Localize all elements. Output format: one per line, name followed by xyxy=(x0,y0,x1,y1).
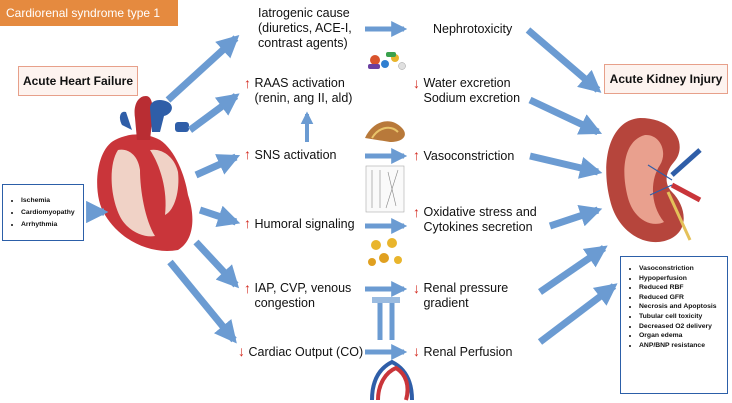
aki-feature-item: Hypoperfusion xyxy=(639,274,727,284)
aki-feature-item: Necrosis and Apoptosis xyxy=(639,302,727,312)
mediator-iatrogenic: Iatrogenic cause (diuretics, ACE-I, cont… xyxy=(258,6,352,51)
mediator-label: IAP, CVP, venous congestion xyxy=(254,281,352,310)
mediator-label: SNS activation xyxy=(254,148,337,162)
kidney-illustration xyxy=(606,118,702,243)
renal-effect-perfusion: ↓ Renal Perfusion xyxy=(413,344,512,360)
renal-effect-oxidative-stress: ↑ Oxidative stress and Cytokines secreti… xyxy=(413,205,537,235)
up-arrow-icon: ↑ xyxy=(413,147,420,163)
renal-effect-vasoconstriction: ↑ Vasoconstriction xyxy=(413,148,514,164)
renal-effect-label: Vasoconstriction xyxy=(423,149,515,163)
mediator-label: Humoral signaling xyxy=(254,217,355,231)
cause-item: Arrhythmia xyxy=(21,219,83,231)
diagram-title: Cardiorenal syndrome type 1 xyxy=(0,0,178,26)
pills-illustration xyxy=(368,52,406,70)
up-arrow-icon: ↑ xyxy=(244,280,251,296)
down-arrow-icon: ↓ xyxy=(413,75,420,91)
aki-feature-item: Reduced GFR xyxy=(639,293,727,303)
aki-feature-item: Organ edema xyxy=(639,331,727,341)
causes-list-box: Ischemia Cardiomyopathy Arrhythmia xyxy=(2,184,84,241)
arrows-renal-to-aki xyxy=(525,27,618,345)
renal-effect-nephrotoxicity: Nephrotoxicity xyxy=(433,22,512,37)
renal-effect-label: Water excretion Sodium excretion xyxy=(423,76,521,105)
aki-features-box: Vasoconstriction Hypoperfusion Reduced R… xyxy=(620,256,728,394)
adrenal-gland-illustration xyxy=(365,121,405,142)
acute-kidney-injury-box: Acute Kidney Injury xyxy=(604,64,728,94)
mediator-label: Iatrogenic cause (diuretics, ACE-I, cont… xyxy=(258,6,352,50)
cells-illustration xyxy=(368,238,402,266)
renal-effect-excretion: ↓ Water excretion Sodium excretion xyxy=(413,76,520,106)
renal-effect-label: Renal Perfusion xyxy=(423,345,513,359)
renal-effect-label: Oxidative stress and Cytokines secretion xyxy=(423,205,537,234)
mediator-venous-congestion: ↑ IAP, CVP, venous congestion xyxy=(244,281,351,311)
arrows-heart-to-mediators xyxy=(165,34,241,344)
heart-illustration xyxy=(97,96,193,251)
down-arrow-icon: ↓ xyxy=(238,343,245,359)
renal-effect-label: Renal pressure gradient xyxy=(423,281,509,310)
down-arrow-icon: ↓ xyxy=(413,280,420,296)
acute-heart-failure-box: Acute Heart Failure xyxy=(18,66,138,96)
mediator-label: RAAS activation (renin, ang II, ald) xyxy=(254,76,353,105)
up-arrow-icon: ↑ xyxy=(244,146,251,162)
mediator-cardiac-output: ↓ Cardiac Output (CO) xyxy=(238,344,363,360)
renal-effect-label: Nephrotoxicity xyxy=(433,22,513,36)
aki-feature-item: Tubular cell toxicity xyxy=(639,312,727,322)
aki-feature-item: Reduced RBF xyxy=(639,283,727,293)
mediator-raas: ↑ RAAS activation (renin, ang II, ald) xyxy=(244,76,352,106)
up-arrow-icon: ↑ xyxy=(244,75,251,91)
cause-item: Ischemia xyxy=(21,195,83,207)
down-arrow-icon: ↓ xyxy=(413,343,420,359)
aki-feature-item: Vasoconstriction xyxy=(639,264,727,274)
arrows-mediators-to-renal xyxy=(365,20,408,361)
aki-feature-item: Decreased O2 delivery xyxy=(639,322,727,332)
mediator-sns: ↑ SNS activation xyxy=(244,147,336,163)
renal-effect-pressure-gradient: ↓ Renal pressure gradient xyxy=(413,281,508,311)
cause-item: Cardiomyopathy xyxy=(21,207,83,219)
blood-vessels-illustration xyxy=(370,359,414,401)
aki-feature-item: ANP/BNP resistance xyxy=(639,341,727,351)
mediator-humoral: ↑ Humoral signaling xyxy=(244,216,355,232)
nerve-chart-illustration xyxy=(365,165,405,213)
mediator-label: Cardiac Output (CO) xyxy=(248,345,364,359)
up-arrow-icon: ↑ xyxy=(413,204,420,220)
vessel-illustration xyxy=(372,297,400,340)
up-arrow-icon: ↑ xyxy=(244,215,251,231)
